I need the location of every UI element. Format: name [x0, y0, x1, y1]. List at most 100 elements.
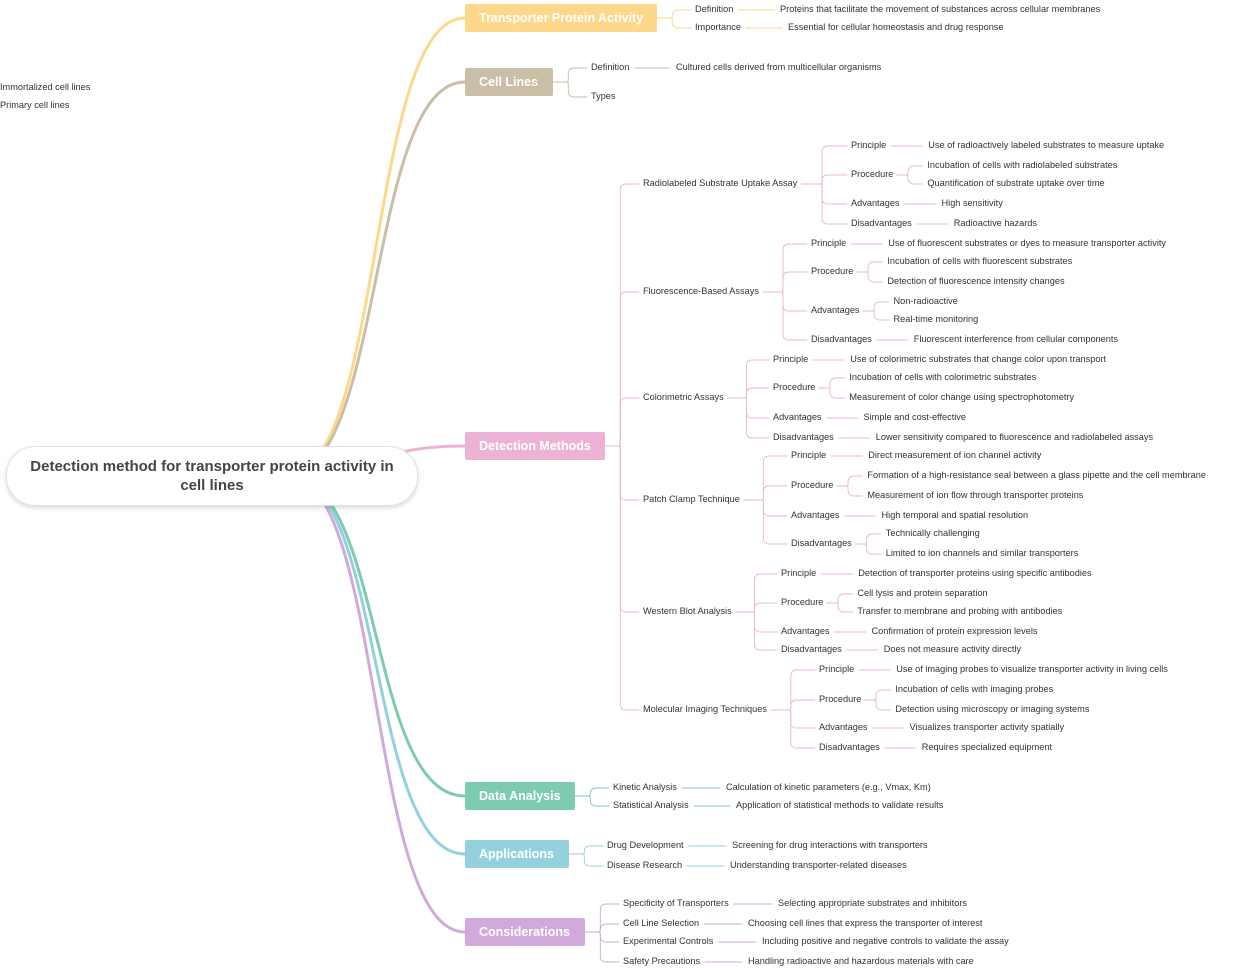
subtopic-label[interactable]: Safety Precautions [623, 956, 701, 966]
detail-label[interactable]: Radioactive hazards [953, 218, 1038, 228]
detail-label[interactable]: Real-time monitoring [893, 314, 979, 324]
leaf-label[interactable]: Handling radioactive and hazardous mater… [748, 956, 974, 966]
method-label[interactable]: Western Blot Analysis [643, 606, 732, 616]
detail-label[interactable]: Quantification of substrate uptake over … [927, 178, 1105, 188]
leaf-label[interactable]: Immortalized cell lines [0, 82, 91, 92]
aspect-label[interactable]: Principle [791, 450, 827, 460]
leaf-label[interactable]: Selecting appropriate substrates and inh… [778, 898, 967, 908]
leaf-label[interactable]: Understanding transporter-related diseas… [730, 860, 907, 870]
subtopic-label[interactable]: Definition [591, 62, 630, 72]
leaf-label[interactable]: Calculation of kinetic parameters (e.g.,… [726, 782, 931, 792]
detail-label[interactable]: Cell lysis and protein separation [857, 588, 988, 598]
detail-label[interactable]: Does not measure activity directly [883, 644, 1022, 654]
leaf-label[interactable]: Primary cell lines [0, 100, 70, 110]
aspect-label[interactable]: Advantages [791, 510, 840, 520]
subtopic-label[interactable]: Importance [695, 22, 741, 32]
leaf-label[interactable]: Essential for cellular homeostasis and d… [788, 22, 1004, 32]
aspect-label[interactable]: Advantages [811, 305, 860, 315]
aspect-label[interactable]: Principle [773, 354, 809, 364]
detail-label[interactable]: Use of colorimetric substrates that chan… [850, 354, 1107, 364]
aspect-label[interactable]: Advantages [819, 722, 868, 732]
aspect-label[interactable]: Disadvantages [851, 218, 912, 228]
aspect-connector-0-1 [801, 174, 848, 185]
method-label[interactable]: Patch Clamp Technique [643, 494, 740, 504]
detail-label[interactable]: Detection of transporter proteins using … [858, 568, 1092, 578]
branch-topic-label: Data Analysis [479, 789, 561, 803]
detail-label[interactable]: Visualizes transporter activity spatiall… [909, 722, 1065, 732]
leaf-label[interactable]: Choosing cell lines that express the tra… [748, 918, 983, 928]
detail-label[interactable]: Use of imaging probes to visualize trans… [896, 664, 1168, 674]
root-topic[interactable]: Detection method for transporter protein… [6, 446, 418, 506]
detail-label[interactable]: Detection of fluorescence intensity chan… [887, 276, 1065, 286]
leaf-label[interactable]: Application of statistical methods to va… [736, 800, 944, 810]
detail-label[interactable]: Transfer to membrane and probing with an… [857, 606, 1063, 616]
aspect-label[interactable]: Procedure [781, 597, 824, 607]
branch-topic-4[interactable]: Applications [465, 840, 569, 868]
subtopic-label[interactable]: Types [591, 91, 616, 101]
method-label[interactable]: Molecular Imaging Techniques [643, 704, 767, 714]
detail-label[interactable]: Incubation of cells with fluorescent sub… [887, 256, 1073, 266]
detail-label[interactable]: Use of fluorescent substrates or dyes to… [888, 238, 1167, 248]
subtopic-label[interactable]: Disease Research [607, 860, 683, 870]
aspect-label[interactable]: Advantages [851, 198, 900, 208]
aspect-label[interactable]: Disadvantages [791, 538, 852, 548]
leaf-label[interactable]: Proteins that facilitate the movement of… [780, 4, 1101, 14]
aspect-label[interactable]: Procedure [851, 169, 894, 179]
detail-label[interactable]: Fluorescent interference from cellular c… [913, 334, 1119, 344]
subtopic-label[interactable]: Cell Line Selection [623, 918, 700, 928]
detail-label[interactable]: Formation of a high-resistance seal betw… [867, 470, 1206, 480]
subtopic-label[interactable]: Definition [695, 4, 734, 14]
detail-label[interactable]: Measurement of color change using spectr… [849, 392, 1075, 402]
aspect-label[interactable]: Procedure [819, 694, 862, 704]
subtopic-label[interactable]: Experimental Controls [623, 936, 714, 946]
detail-label[interactable]: Non-radioactive [893, 296, 958, 306]
detail-label[interactable]: Limited to ion channels and similar tran… [885, 548, 1079, 558]
method-label[interactable]: Radiolabeled Substrate Uptake Assay [643, 178, 798, 188]
detail-connector-3-3-0 [854, 533, 882, 545]
aspect-label[interactable]: Procedure [811, 266, 854, 276]
branch-topic-5[interactable]: Considerations [465, 918, 585, 946]
method-label[interactable]: Fluorescence-Based Assays [643, 286, 759, 296]
detail-label[interactable]: High temporal and spatial resolution [881, 510, 1029, 520]
aspect-label[interactable]: Procedure [791, 480, 834, 490]
detail-label[interactable]: High sensitivity [941, 198, 1003, 208]
aspect-label[interactable]: Procedure [773, 382, 816, 392]
aspect-label[interactable]: Advantages [781, 626, 830, 636]
aspect-label[interactable]: Principle [819, 664, 855, 674]
aspect-label[interactable]: Advantages [773, 412, 822, 422]
subtopic-label[interactable]: Kinetic Analysis [613, 782, 677, 792]
aspect-label[interactable]: Disadvantages [773, 432, 834, 442]
detail-label[interactable]: Use of radioactively labeled substrates … [928, 140, 1165, 150]
detail-label[interactable]: Incubation of cells with colorimetric su… [849, 372, 1037, 382]
detail-label[interactable]: Simple and cost-effective [863, 412, 966, 422]
detail-label[interactable]: Lower sensitivity compared to fluorescen… [875, 432, 1154, 442]
branch-topic-2[interactable]: Detection Methods [465, 432, 605, 460]
aspect-label[interactable]: Disadvantages [819, 742, 880, 752]
detail-label[interactable]: Detection using microscopy or imaging sy… [895, 704, 1090, 714]
leaf-label[interactable]: Cultured cells derived from multicellula… [676, 62, 882, 72]
leaf-label[interactable]: Screening for drug interactions with tra… [732, 840, 928, 850]
method-label[interactable]: Colorimetric Assays [643, 392, 724, 402]
branch-topic-0[interactable]: Transporter Protein Activity [465, 4, 657, 32]
detail-label[interactable]: Incubation of cells with imaging probes [895, 684, 1054, 694]
detail-label[interactable]: Measurement of ion flow through transpor… [867, 490, 1084, 500]
aspect-label[interactable]: Disadvantages [781, 644, 842, 654]
leaf-label[interactable]: Including positive and negative controls… [762, 936, 1009, 946]
aspect-connector-4-3 [735, 611, 778, 651]
detail-label[interactable]: Confirmation of protein expression level… [871, 626, 1038, 636]
detail-label[interactable]: Incubation of cells with radiolabeled su… [927, 160, 1118, 170]
connector-0-0 [656, 9, 692, 19]
subtopic-label[interactable]: Specificity of Transporters [623, 898, 729, 908]
branch-topic-3[interactable]: Data Analysis [465, 782, 575, 810]
detail-label[interactable]: Direct measurement of ion channel activi… [868, 450, 1042, 460]
aspect-label[interactable]: Principle [781, 568, 817, 578]
aspect-label[interactable]: Principle [811, 238, 847, 248]
aspect-label[interactable]: Principle [851, 140, 887, 150]
detail-connector-5-1-0 [863, 689, 891, 701]
subtopic-label[interactable]: Statistical Analysis [613, 800, 689, 810]
aspect-label[interactable]: Disadvantages [811, 334, 872, 344]
detail-label[interactable]: Requires specialized equipment [921, 742, 1052, 752]
branch-topic-1[interactable]: Cell Lines [465, 68, 553, 96]
subtopic-label[interactable]: Drug Development [607, 840, 684, 850]
detail-label[interactable]: Technically challenging [885, 528, 980, 538]
